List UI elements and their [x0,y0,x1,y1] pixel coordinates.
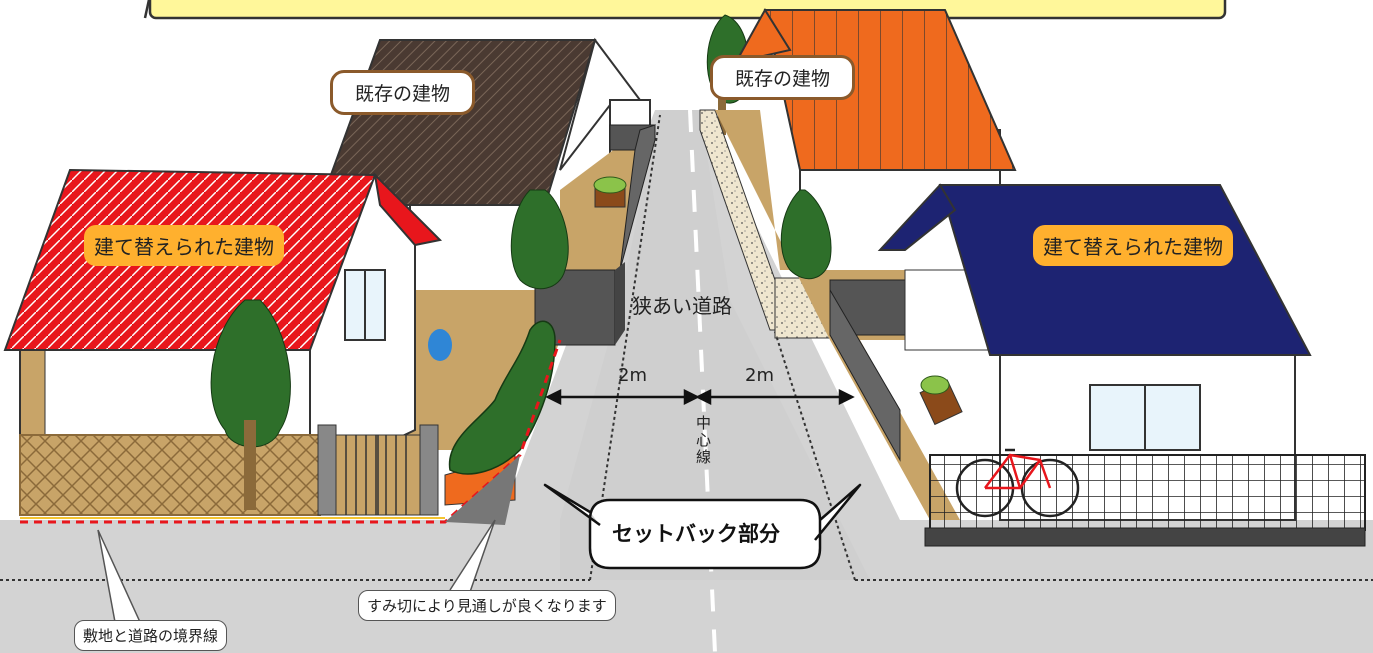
rebuilt-building-right-label: 建て替えられた建物 [1033,225,1233,266]
center-line-label: 中心線 [694,415,712,466]
gate-left [317,424,439,516]
distance-left-label: 2m [618,365,647,386]
rebuilt-building-left-label: 建て替えられた建物 [84,225,284,266]
boundary-callout-tail [97,529,141,623]
title-banner [143,0,1227,20]
setback-region [445,455,520,525]
dimension-arrows [545,388,855,406]
planter-right [919,375,963,426]
boundary-line [20,339,562,524]
pond [428,329,452,361]
setback-bubble-shape [543,483,862,570]
wall-right [829,279,906,462]
corner-cut-note: すみ切により見通しが良くなります [358,590,616,621]
distance-right-label: 2m [745,365,774,386]
planter-left [593,176,627,208]
corner-cut-callout-tail [449,519,496,593]
tree-right-mid [780,189,832,280]
boundary-line-label: 敷地と道路の境界線 [74,620,228,651]
tree-left-back [510,189,569,290]
existing-building-left-label: 既存の建物 [330,70,476,115]
existing-building-right-label: 既存の建物 [710,55,856,100]
tree-left [210,299,291,510]
narrow-road-label: 狭あい道路 [632,294,732,318]
road [0,109,1373,653]
setback-area-label: セットバック部分 [612,522,780,546]
bicycle [955,448,1080,518]
